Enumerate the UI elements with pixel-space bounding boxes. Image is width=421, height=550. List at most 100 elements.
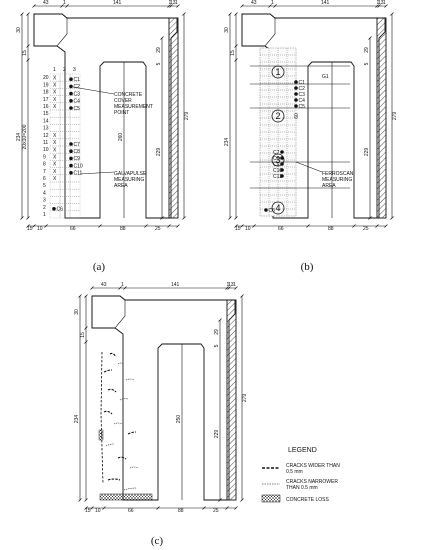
dimension-label-vertical: 234 xyxy=(16,133,22,142)
measurement-point-label: C11 xyxy=(74,171,83,177)
dimension-label-vertical: 15 xyxy=(22,50,28,56)
grid-row-number: 4 xyxy=(43,190,46,196)
dimension-label-vertical: 279 xyxy=(392,112,398,121)
cover-measurement-point xyxy=(69,149,73,153)
dimension-label-vertical: 20x10=200 xyxy=(22,124,28,149)
dimension-tick xyxy=(182,216,186,220)
dimension-tick xyxy=(306,224,310,228)
galvapulse-grid-cell xyxy=(49,124,61,132)
grid-row-number: 1 xyxy=(43,212,46,218)
measurement-point-label: C6 xyxy=(57,207,64,213)
dimension-tick xyxy=(123,286,127,290)
dimension-label-bottom: 10 xyxy=(95,508,101,514)
measurement-point-label: C2 xyxy=(299,86,306,92)
dimension-label-bottom: 66 xyxy=(70,226,76,232)
dimension-tick xyxy=(160,36,164,40)
grid-row-number: 2 xyxy=(43,205,46,211)
galvapulse-grid-cell xyxy=(69,196,81,204)
callout-leader xyxy=(72,86,115,95)
dimension-tick xyxy=(384,224,388,228)
dimension-tick xyxy=(84,294,88,298)
crack-wide xyxy=(117,456,127,460)
grid-row-number: 13 xyxy=(43,126,49,132)
cover-measurement-point xyxy=(52,207,56,211)
cover-measurement-point xyxy=(294,92,298,96)
dimension-label-top: 13 xyxy=(228,282,234,288)
zone-number: 1 xyxy=(275,67,280,77)
crack-wide xyxy=(107,388,117,393)
cover-measurement-point xyxy=(280,174,284,178)
cover-measurement-point xyxy=(294,80,298,84)
dimension-tick xyxy=(240,224,244,228)
callout-galvapulse-text: MEASURING xyxy=(114,177,144,183)
dimension-tick xyxy=(234,224,238,228)
galvapulse-grid-cell xyxy=(49,181,61,190)
dimension-tick xyxy=(26,216,30,220)
dimension-label-bottom: 10 xyxy=(245,226,251,232)
cover-measurement-point xyxy=(280,150,284,154)
crack-wide xyxy=(103,369,113,373)
grid-row-number: 5 xyxy=(43,183,46,189)
dimension-label-bottom: 25 xyxy=(155,226,161,232)
panel-caption: (b) xyxy=(301,261,314,273)
cover-measurement-point xyxy=(264,208,268,212)
grid-row-number: 17 xyxy=(43,97,49,103)
g1-label: G1 xyxy=(322,74,329,80)
dimension-tick xyxy=(90,506,94,510)
grid-row-number: 19 xyxy=(43,82,49,88)
dimension-tick xyxy=(268,4,272,8)
grid-row-number: 14 xyxy=(43,118,49,124)
dimension-tick xyxy=(225,506,229,510)
legend-title: LEGEND xyxy=(288,447,317,454)
dimension-label-vertical: 15 xyxy=(80,332,86,338)
crack-narrow xyxy=(119,398,129,401)
dimension-tick xyxy=(26,44,30,48)
dimension-tick xyxy=(225,286,229,290)
dimension-tick xyxy=(160,216,164,220)
dimension-tick xyxy=(65,4,69,8)
crack-narrow xyxy=(129,466,139,469)
galvapulse-grid-cell xyxy=(49,109,61,118)
measurement-point-label: C4 xyxy=(74,99,81,105)
dimension-tick xyxy=(352,224,356,228)
side-wall-hatched xyxy=(226,299,237,501)
grid-row-number: 12 xyxy=(43,133,49,139)
dimension-tick xyxy=(169,4,173,8)
side-wall-hatched xyxy=(168,17,179,219)
dimension-label-top: 13 xyxy=(378,0,384,6)
dimension-label-bottom: 66 xyxy=(278,226,284,232)
cover-measurement-point xyxy=(69,142,73,146)
dimension-label-top: 141 xyxy=(113,0,122,6)
dimension-label-top: 1 xyxy=(121,282,124,288)
dimension-label-vertical: 229 xyxy=(364,148,370,157)
grid-x-mark: X xyxy=(53,97,57,103)
dimension-tick xyxy=(273,4,277,8)
dimension-label-top: 1 xyxy=(271,0,274,6)
grid-column-number: 2 xyxy=(63,67,66,73)
dimension-label-top: 13 xyxy=(170,0,176,6)
callout-cover-text: MEASUREMENT xyxy=(114,104,153,110)
legend-swatch-concrete-loss xyxy=(261,494,281,503)
grid-row-number: 11 xyxy=(43,140,48,146)
grid-row-number: 15 xyxy=(43,111,49,117)
callout-ferroscan-text: FERROSCAN xyxy=(322,171,354,177)
cover-measurement-point xyxy=(280,168,284,172)
dimension-label-vertical: 229 xyxy=(156,148,162,157)
dimension-tick xyxy=(90,286,94,290)
callout-leader xyxy=(79,171,115,175)
dimension-tick xyxy=(240,4,244,8)
dimension-label-bottom: 88 xyxy=(178,508,184,514)
dimension-label-bottom: 10 xyxy=(37,226,43,232)
legend-item-label: 0.5 mm xyxy=(286,469,303,475)
dimension-tick xyxy=(44,224,48,228)
grid-x-mark: X xyxy=(53,133,57,139)
dimension-tick xyxy=(78,498,82,502)
dimension-tick xyxy=(240,498,244,502)
zone-circle xyxy=(271,109,285,123)
dimension-tick xyxy=(26,224,30,228)
dimension-tick xyxy=(84,506,88,510)
measurement-point-label: C2 xyxy=(74,84,81,90)
cavity xyxy=(104,62,146,218)
grid-row-number: 7 xyxy=(43,169,46,175)
dimension-tick xyxy=(228,12,232,16)
